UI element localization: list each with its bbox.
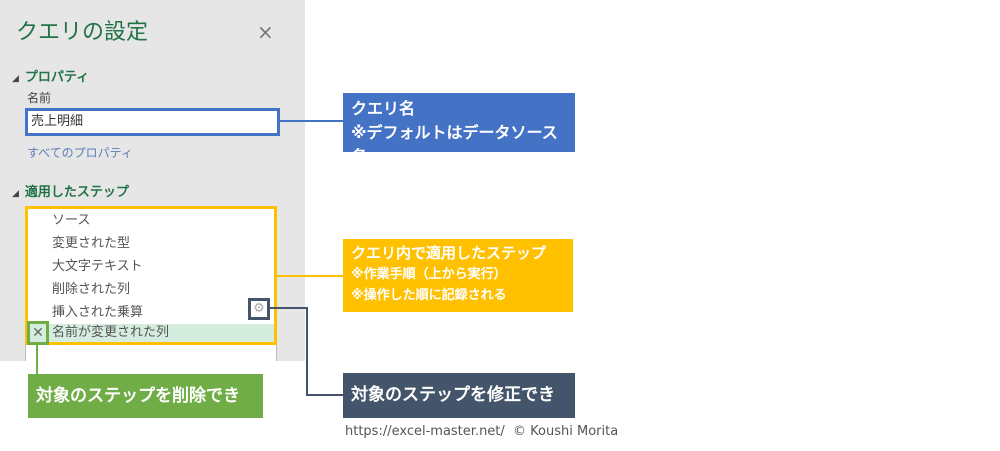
query-name-input[interactable]: 売上明細 (25, 108, 280, 136)
step-item[interactable]: 挿入された乗算 (52, 305, 144, 320)
properties-section-header[interactable]: ◢ プロパティ (12, 66, 89, 85)
gear-icon[interactable]: ⚙ (248, 298, 270, 320)
panel-title: クエリの設定 (16, 20, 149, 45)
connector-line (277, 275, 343, 277)
applied-steps-header-label: 適用したステップ (24, 185, 129, 200)
connector-line (306, 394, 343, 396)
name-label: 名前 (27, 91, 52, 105)
step-item[interactable]: ソース (52, 213, 91, 228)
footer-credit: https://excel-master.net/ © Koushi Morit… (345, 424, 619, 439)
applied-steps-callout: クエリ内で適用したステップ ※作業手順（上から実行） ※操作した順に記録される (343, 239, 573, 312)
delete-step-callout: 対象のステップを削除できる (28, 374, 263, 442)
collapse-triangle-icon: ◢ (12, 189, 19, 199)
close-icon[interactable]: × (257, 20, 274, 44)
connector-line (306, 307, 308, 396)
callout-line: ※作業手順（上から実行） (351, 267, 507, 282)
connector-line (36, 344, 38, 374)
edit-step-callout: 対象のステップを修正できる (343, 373, 575, 442)
callout-line: クエリ名 (351, 99, 416, 118)
step-item[interactable]: 削除された列 (52, 282, 131, 297)
step-item[interactable]: 大文字テキスト (52, 259, 143, 274)
callout-line: ※操作した順に記録される (351, 288, 507, 303)
applied-steps-list: ソース 変更された型 大文字テキスト 削除された列 挿入された乗算 名前が変更さ… (25, 206, 277, 345)
properties-header-label: プロパティ (24, 70, 90, 85)
connector-line (269, 307, 308, 309)
step-item-selected[interactable]: 名前が変更された列 (28, 324, 274, 342)
callout-line: ※デフォルトはデータソース名 (351, 123, 558, 166)
step-item[interactable]: 変更された型 (52, 236, 131, 251)
applied-steps-section-header[interactable]: ◢ 適用したステップ (12, 181, 129, 200)
query-name-callout: クエリ名 ※デフォルトはデータソース名 (343, 93, 575, 166)
collapse-triangle-icon: ◢ (12, 74, 19, 84)
callout-line: クエリ内で適用したステップ (351, 244, 547, 262)
all-properties-link[interactable]: すべてのプロパティ (27, 146, 133, 160)
connector-line (277, 120, 343, 122)
delete-step-icon[interactable]: ✕ (27, 321, 49, 345)
